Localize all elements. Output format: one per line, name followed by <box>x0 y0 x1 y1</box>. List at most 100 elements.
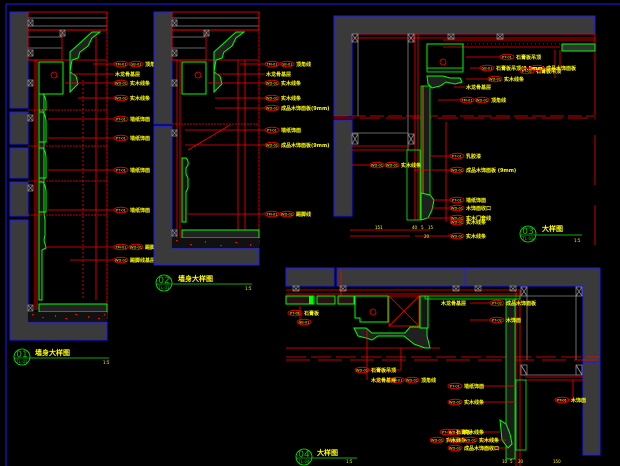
dimension: 15 <box>428 225 434 230</box>
material-tag: WD-01 <box>449 446 461 450</box>
material-tag: PT-01 <box>267 128 277 132</box>
x-brace-markers <box>27 19 66 312</box>
material-tag-ellipse <box>447 398 463 406</box>
annotation-label: 木龙骨基层 <box>114 71 140 78</box>
material-tag: TM-01 <box>114 62 126 66</box>
material-description: 踢脚线 <box>145 244 160 251</box>
material-description: 顶角线 <box>421 377 436 384</box>
material-tag-ellipse <box>279 210 295 218</box>
material-tag: TM-01 <box>265 62 277 66</box>
skirting-base <box>181 229 260 239</box>
wall-block <box>333 119 353 217</box>
material-tag-ellipse <box>369 161 385 169</box>
dimension: 5 <box>421 225 424 230</box>
material-description: 石膏板吊顶(9.5mm) <box>495 65 545 72</box>
material-tag-ellipse <box>113 256 129 264</box>
material-tag: GB-01 <box>298 320 309 324</box>
material-description: 实木线条 <box>479 437 499 444</box>
detail-title: 墙身大样图 <box>35 348 70 357</box>
detail-scale: 1:5 <box>103 360 110 365</box>
material-tag-ellipse <box>296 318 312 326</box>
material-description: 踢脚线基层 <box>130 257 155 264</box>
material-description: 成品木饰面板 (9mm) <box>466 167 516 174</box>
ceiling-trim <box>285 295 315 305</box>
floor-screed <box>172 238 259 248</box>
floor-screed <box>28 312 107 322</box>
material-description: 墙纸饰面 <box>466 197 486 204</box>
detail-sheet-ref: TL-01 <box>157 285 170 290</box>
wall-panel-moulding <box>181 157 189 223</box>
material-tag-ellipse <box>264 104 280 112</box>
material-tag: WD-01 <box>449 400 461 404</box>
dimension: 40 <box>412 225 418 230</box>
material-description: 乳胶漆 <box>466 153 481 160</box>
material-tag: WD-01 <box>115 258 127 262</box>
material-tag: WD-01 <box>431 438 443 442</box>
ceiling-trim <box>337 295 355 305</box>
material-description: 木龙骨基层 <box>265 71 291 78</box>
material-tag-ellipse <box>389 376 405 384</box>
material-tag: WD-01 <box>449 430 461 434</box>
skirting-base <box>38 303 108 313</box>
material-description: 顶角线 <box>145 61 160 68</box>
material-tag: WD-01 <box>266 81 278 85</box>
material-description: 实木线条 <box>464 399 484 406</box>
material-description: 木饰面 <box>505 317 521 324</box>
detail-number-circle <box>295 448 313 466</box>
material-tag-ellipse <box>447 444 463 452</box>
wall-block <box>9 147 29 179</box>
material-tag-ellipse <box>264 210 280 218</box>
material-tag-ellipse <box>449 232 465 240</box>
material-tag: WD-01 <box>115 96 127 100</box>
material-tag: WD-01 <box>371 163 383 167</box>
crown-moulding <box>69 31 102 94</box>
material-tag: WD-01 <box>489 77 501 81</box>
detail-title: 大样图 <box>542 224 563 233</box>
material-tag: PT-01 <box>290 311 300 315</box>
material-tag: PT-01 <box>450 384 460 388</box>
material-description: 墙纸饰面 <box>130 207 150 214</box>
detail-number-circle <box>519 225 537 243</box>
material-tag: WD-01 <box>451 220 463 224</box>
material-description: 石膏板 <box>455 429 472 436</box>
material-tag: PT-02 <box>492 301 502 305</box>
material-tag-ellipse <box>128 60 144 68</box>
material-tag-ellipse <box>264 94 280 102</box>
material-description: 成品木饰面板 <box>546 65 577 72</box>
material-tag-ellipse <box>449 196 465 204</box>
material-tag: WD-01 <box>266 143 278 147</box>
material-tag-ellipse <box>462 436 478 444</box>
material-tag: WD-01 <box>406 378 418 382</box>
material-tag-ellipse <box>554 396 570 404</box>
material-tag-ellipse <box>287 309 303 317</box>
material-tag-ellipse <box>384 161 400 169</box>
material-tag: WD-01 <box>386 163 398 167</box>
material-tag-ellipse <box>113 166 129 174</box>
detail-number-circle <box>155 274 173 292</box>
material-description: 成品木饰面板 <box>506 300 537 307</box>
material-tag: GB-01 <box>481 66 492 70</box>
material-description: 墙纸饰面 <box>130 167 150 174</box>
material-tag-ellipse <box>459 96 475 104</box>
wall-block <box>285 267 335 287</box>
wall-block <box>9 111 29 145</box>
